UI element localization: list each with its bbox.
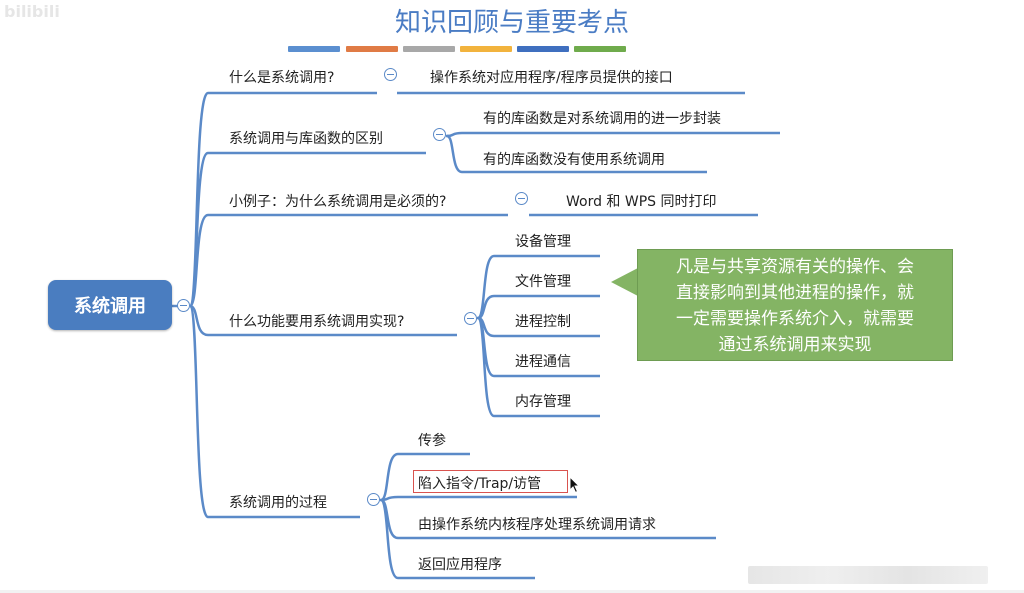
- branch-2-child-1[interactable]: 有的库函数是对系统调用的进一步封装: [483, 111, 721, 127]
- branch-4-child-1[interactable]: 设备管理: [515, 234, 571, 250]
- bilibili-watermark: bilibili: [4, 2, 60, 21]
- callout-note[interactable]: 凡是与共享资源有关的操作、会 直接影响到其他进程的操作，就 一定需要操作系统介入…: [637, 249, 953, 361]
- bottom-edge: [0, 590, 1024, 593]
- color-bar-5: [517, 46, 569, 52]
- b2-curve-1: [446, 131, 463, 138]
- b2-curve-2: [446, 134, 463, 174]
- b4-curve-1: [476, 254, 495, 320]
- color-bar-1: [288, 46, 340, 52]
- mouse-cursor-icon: [569, 476, 581, 494]
- root-connector-3: [188, 213, 209, 308]
- root-connector-5: [188, 304, 210, 519]
- color-bar-3: [403, 46, 455, 52]
- b5-curve-1: [380, 452, 399, 502]
- branch-4-label[interactable]: 什么功能要用系统调用实现?: [229, 314, 405, 330]
- branch-5-child-2[interactable]: 陷入指令/Trap/访管: [418, 476, 542, 492]
- branch-2-label[interactable]: 系统调用与库函数的区别: [229, 131, 383, 147]
- branch-3-child-1[interactable]: Word 和 WPS 同时打印: [566, 194, 717, 210]
- root-node[interactable]: 系统调用: [48, 280, 172, 330]
- branch-3-label[interactable]: 小例子：为什么系统调用是必须的?: [229, 194, 447, 210]
- callout-line-1: 凡是与共享资源有关的操作、会: [676, 257, 914, 277]
- callout-line-3: 一定需要操作系统介入，就需要: [676, 309, 914, 329]
- branch-1-label[interactable]: 什么是系统调用?: [229, 70, 335, 86]
- b4-curve-5: [476, 316, 496, 418]
- root-collapse-icon[interactable]: [177, 299, 190, 312]
- branch-1-collapse-icon[interactable]: [384, 68, 397, 81]
- callout-line-4: 通过系统调用来实现: [718, 335, 872, 355]
- branch-4-child-5[interactable]: 内存管理: [515, 394, 571, 410]
- branch-4-child-3[interactable]: 进程控制: [515, 314, 571, 330]
- branch-2-child-2[interactable]: 有的库函数没有使用系统调用: [483, 152, 665, 168]
- branch-3-collapse-icon[interactable]: [515, 192, 528, 205]
- branch-4-child-2[interactable]: 文件管理: [515, 274, 571, 290]
- branch-4-collapse-icon[interactable]: [464, 312, 477, 325]
- color-bar-4: [460, 46, 512, 52]
- branch-5-child-3[interactable]: 由操作系统内核程序处理系统调用请求: [418, 517, 656, 533]
- page-title: 知识回顾与重要考点: [394, 8, 629, 38]
- branch-4-child-4[interactable]: 进程通信: [515, 354, 571, 370]
- color-bar-2: [346, 46, 398, 52]
- blurred-watermark: [748, 566, 988, 584]
- b5-curve-4: [379, 498, 399, 580]
- branch-1-child-1[interactable]: 操作系统对应用程序/程序员提供的接口: [430, 70, 673, 86]
- selection-highlight-box: [413, 470, 568, 493]
- callout-pointer: [611, 268, 638, 296]
- branch-5-child-4[interactable]: 返回应用程序: [418, 557, 502, 573]
- color-bar-6: [574, 46, 626, 52]
- branch-5-label[interactable]: 系统调用的过程: [229, 495, 327, 511]
- branch-5-child-1[interactable]: 传参: [418, 433, 446, 449]
- branch-2-collapse-icon[interactable]: [433, 128, 446, 141]
- branch-5-collapse-icon[interactable]: [367, 493, 380, 506]
- callout-line-2: 直接影响到其他进程的操作，就: [676, 283, 914, 303]
